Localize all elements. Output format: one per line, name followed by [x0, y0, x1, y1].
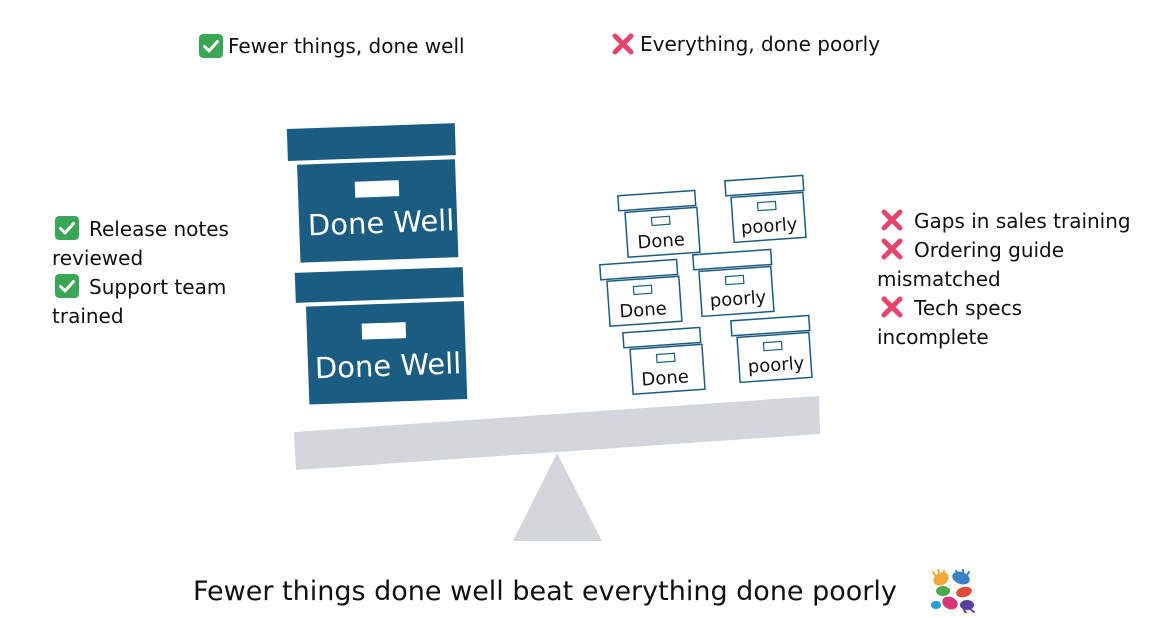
box-lid	[730, 314, 811, 337]
list-item-text: Ordering guide	[914, 238, 1065, 262]
box-handle	[361, 322, 407, 340]
cross-mark-icon	[881, 296, 903, 318]
big-box-done-well: Done Well	[294, 267, 468, 405]
box-body	[606, 275, 683, 328]
box-handle	[724, 274, 745, 286]
box-body	[730, 191, 807, 244]
box-body	[624, 206, 701, 259]
heading-done-well: Fewer things, done well	[199, 34, 465, 58]
list-item-text: Gaps in sales training	[914, 209, 1131, 233]
heading-done-well-text: Fewer things, done well	[228, 34, 465, 58]
list-item: Tech specs	[877, 294, 1131, 323]
list-item-continued: trained	[52, 304, 124, 328]
list-item-text: Release notes	[89, 217, 229, 241]
big-box-done-well: Done Well	[286, 123, 459, 263]
done-well-list: Release notes reviewed Support team trai…	[52, 215, 229, 331]
small-box-label: poorly	[747, 353, 805, 378]
box-lid	[622, 326, 702, 349]
box-handle	[632, 284, 653, 296]
list-item-continued: reviewed	[52, 246, 144, 270]
check-mark-icon	[55, 216, 79, 240]
cross-mark-icon	[612, 33, 634, 55]
box-body	[629, 343, 706, 396]
box-lid	[691, 248, 773, 271]
small-box-done: Done	[598, 258, 683, 328]
heading-done-poorly-text: Everything, done poorly	[640, 32, 881, 56]
list-item-continued: mismatched	[877, 267, 1001, 291]
done-poorly-list: Gaps in sales training Ordering guide mi…	[877, 207, 1131, 352]
check-mark-icon	[199, 34, 223, 58]
box-handle	[655, 352, 676, 364]
box-lid	[724, 174, 805, 197]
box-body	[698, 265, 775, 318]
box-handle	[756, 200, 777, 212]
list-item-continued: incomplete	[877, 325, 989, 349]
seesaw-fulcrum	[513, 453, 602, 541]
small-box-label: poorly	[740, 214, 798, 239]
check-mark-icon	[55, 274, 79, 298]
box-handle	[650, 215, 671, 227]
list-item: Ordering guide	[877, 236, 1131, 265]
cross-mark-icon	[881, 238, 903, 260]
small-box-done: Done	[622, 326, 706, 396]
box-lid	[617, 189, 697, 212]
list-item-text: Tech specs	[914, 296, 1022, 320]
list-item-text: Support team	[89, 275, 227, 299]
list-item: Release notes	[52, 215, 229, 244]
big-box-label: Done Well	[314, 346, 462, 385]
big-box-label: Done Well	[307, 203, 455, 242]
box-handle	[762, 340, 783, 352]
small-box-poorly: poorly	[724, 174, 807, 244]
small-box-label: Done	[641, 366, 690, 390]
heading-done-poorly: Everything, done poorly	[611, 32, 880, 56]
cross-mark-icon	[881, 209, 903, 231]
box-lid	[294, 267, 464, 303]
box-body	[736, 331, 813, 384]
small-box-label: poorly	[709, 287, 767, 312]
small-box-poorly: poorly	[730, 314, 813, 384]
small-box-done: Done	[617, 189, 701, 259]
colorful-hands-logo-icon	[930, 569, 976, 613]
box-body	[297, 159, 459, 263]
seesaw-plank	[294, 396, 820, 470]
small-box-label: Done	[619, 298, 668, 322]
caption: Fewer things done well beat everything d…	[193, 576, 897, 607]
small-box-label: Done	[637, 229, 686, 253]
list-item: Support team	[52, 273, 229, 302]
small-box-poorly: poorly	[691, 248, 775, 318]
box-handle	[354, 180, 400, 198]
list-item: Gaps in sales training	[877, 207, 1131, 236]
box-body	[305, 301, 468, 405]
box-lid	[598, 258, 679, 281]
box-lid	[286, 123, 456, 162]
